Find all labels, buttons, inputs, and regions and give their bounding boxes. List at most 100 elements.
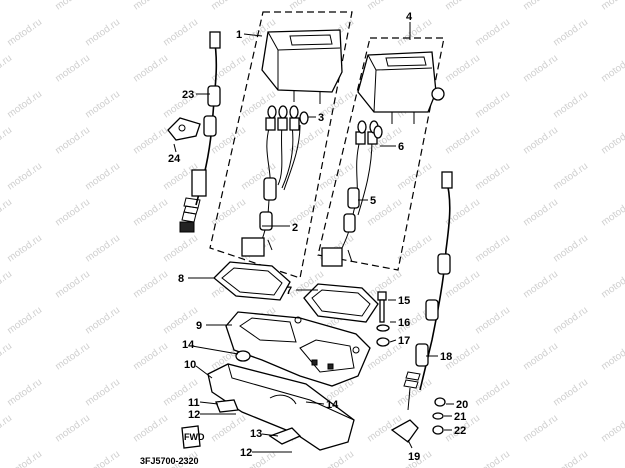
watermark-text: motod.ru	[395, 233, 434, 265]
part-label-4: 4	[406, 11, 413, 23]
part-label-13: 13	[250, 428, 262, 440]
part-label-20: 20	[456, 399, 468, 411]
watermark-text: motod.ru	[443, 125, 482, 157]
watermark-text: motod.ru	[161, 89, 200, 121]
watermark-text: motod.ru	[0, 125, 14, 157]
watermark-text: motod.ru	[521, 269, 560, 301]
speedometer-housing	[261, 29, 343, 104]
watermark-text: motod.ru	[5, 377, 44, 409]
bolt	[377, 291, 387, 323]
assembly-outline-left	[209, 11, 353, 279]
watermark-text: motod.ru	[131, 0, 170, 12]
watermark-text: motod.ru	[53, 269, 92, 301]
meter-bracket	[225, 311, 371, 387]
watermark-text: motod.ru	[53, 197, 92, 229]
tachometer-cable	[403, 171, 453, 411]
watermark-text: motod.ru	[521, 197, 560, 229]
watermark-text: motod.ru	[53, 0, 92, 12]
watermark-text: motod.ru	[209, 0, 248, 12]
watermark-text: motod.ru	[521, 125, 560, 157]
part-label-12a: 12	[188, 409, 200, 421]
part-label-3: 3	[318, 112, 324, 124]
nut	[376, 337, 390, 347]
part-label-16: 16	[398, 317, 410, 329]
watermark-text: motod.ru	[599, 413, 625, 445]
part-label-7: 7	[286, 285, 292, 297]
watermark-text: motod.ru	[0, 0, 14, 12]
watermark-text: motod.ru	[131, 413, 170, 445]
part-label-19: 19	[408, 451, 420, 463]
watermark-text: motod.ru	[521, 413, 560, 445]
watermark-text: motod.ru	[0, 341, 14, 373]
watermark-text: motod.ru	[131, 269, 170, 301]
watermark-text: motod.ru	[0, 53, 14, 85]
part-label-22: 22	[454, 425, 466, 437]
watermark-text: motod.ru	[551, 17, 590, 49]
watermark-text: motod.ru	[599, 53, 625, 85]
part-label-14a: 14	[182, 339, 195, 351]
watermark-text: motod.ru	[365, 0, 404, 12]
collar	[434, 397, 446, 407]
watermark-text: motod.ru	[83, 17, 122, 49]
part-label-14b: 14	[326, 399, 339, 411]
watermark-text: motod.ru	[473, 161, 512, 193]
watermark-text: motod.ru	[599, 125, 625, 157]
watermark-text: motod.ru	[5, 449, 44, 468]
watermark-text: motod.ru	[53, 413, 92, 445]
watermark-text: motod.ru	[131, 125, 170, 157]
svg-text:FWD: FWD	[184, 432, 205, 442]
watermark-text: motod.ru	[599, 197, 625, 229]
part-label-6: 6	[398, 141, 404, 153]
part-label-23: 23	[182, 89, 194, 101]
part-label-5: 5	[370, 195, 376, 207]
watermark-text: motod.ru	[473, 305, 512, 337]
watermark-text: motod.ru	[287, 0, 326, 12]
watermark-text: motod.ru	[53, 125, 92, 157]
watermark-text: motod.ru	[521, 53, 560, 85]
cable-guide	[390, 419, 419, 443]
watermark-text: motod.ru	[551, 161, 590, 193]
watermark-text: motod.ru	[161, 305, 200, 337]
watermark-text: motod.ru	[5, 233, 44, 265]
watermark-text: motod.ru	[473, 377, 512, 409]
watermark-text: motod.ru	[83, 233, 122, 265]
watermark-text: motod.ru	[395, 17, 434, 49]
meter-lead-wire-right	[321, 139, 373, 267]
part-label-11: 11	[188, 397, 200, 409]
watermark-text: motod.ru	[53, 341, 92, 373]
watermark-text: motod.ru	[0, 197, 14, 229]
drawing-code: 3FJ5700-2320	[140, 456, 199, 466]
watermark-text: motod.ru	[161, 17, 200, 49]
watermark-text: motod.ru	[473, 233, 512, 265]
watermark-text: motod.ru	[5, 17, 44, 49]
small-bracket	[215, 399, 239, 413]
watermark-text: motod.ru	[209, 413, 248, 445]
watermark-text: motod.ru	[0, 269, 14, 301]
tachometer-housing	[357, 51, 445, 124]
watermark-text: motod.ru	[131, 53, 170, 85]
watermark-text: motod.ru	[599, 269, 625, 301]
watermark-text: motod.ru	[317, 449, 356, 468]
gasket-right	[303, 283, 379, 323]
part-labels: 1 2 3 4 5 6 7 8 9 10 11 12 12 13 14 14 1…	[168, 11, 468, 463]
part-label-17: 17	[398, 335, 410, 347]
watermark-text: motod.ru	[83, 89, 122, 121]
watermark-text: motod.ru	[521, 0, 560, 12]
watermark-text: motod.ru	[551, 89, 590, 121]
leader-lines	[173, 22, 454, 453]
watermark-text: motod.ru	[551, 305, 590, 337]
watermark-text: motod.ru	[443, 53, 482, 85]
watermark-text: motod.ru	[131, 341, 170, 373]
watermark-text: motod.ru	[551, 233, 590, 265]
watermark-text: motod.ru	[473, 17, 512, 49]
forward-marker: FWD	[181, 425, 205, 449]
screw	[212, 413, 292, 453]
watermark-text: motod.ru	[83, 305, 122, 337]
watermark-text: motod.ru	[599, 341, 625, 373]
watermark-text: motod.ru	[161, 233, 200, 265]
bulb-right	[373, 125, 383, 139]
part-label-2: 2	[292, 222, 298, 234]
part-label-9: 9	[196, 320, 202, 332]
speedometer-cable	[179, 31, 221, 233]
